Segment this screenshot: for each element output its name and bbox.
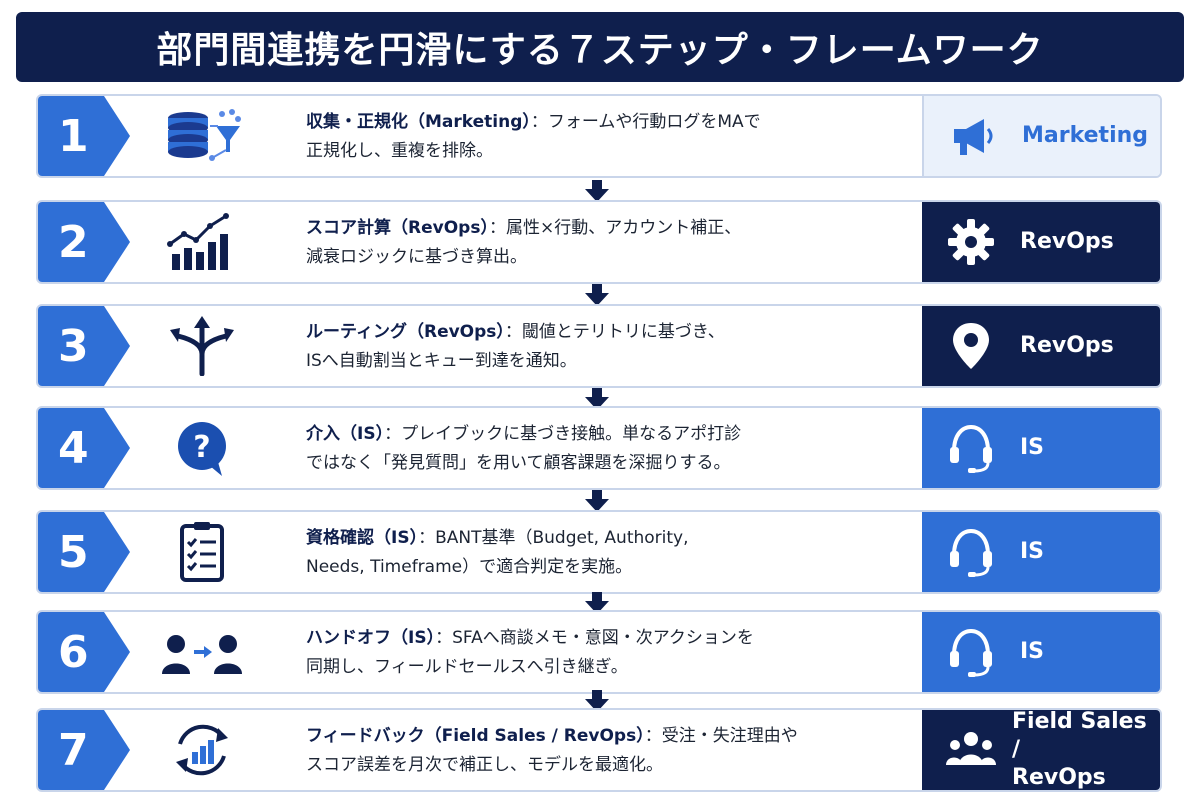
step-line1: ：BANT基準（Budget, Authority,	[418, 528, 689, 548]
step-description: 介入（IS）：プレイブックに基づき接触。単なるアポ打診 ではなく「発見質問」を用…	[306, 420, 916, 478]
down-arrow-icon	[585, 180, 609, 202]
step-description: スコア計算（RevOps）：属性×行動、アカウント補正、 減衰ロジックに基づき算…	[306, 214, 916, 272]
step-description: ハンドオフ（IS）：SFAへ商談メモ・意図・次アクションを 同期し、フィールドセ…	[306, 624, 916, 682]
owner-badge: Marketing	[922, 96, 1160, 176]
step-heading: スコア計算（RevOps）	[306, 218, 489, 238]
owner-label-line2: RevOps	[1012, 765, 1106, 790]
step-number: 4	[58, 422, 89, 474]
step-line1: ：SFAへ商談メモ・意図・次アクションを	[435, 628, 754, 648]
headset-icon	[944, 525, 998, 579]
step-line2: 減衰ロジックに基づき算出。	[306, 247, 527, 267]
team-icon	[944, 723, 998, 777]
step-line1: ：フォームや行動ログをMAで	[530, 112, 761, 132]
headset-icon	[944, 421, 998, 475]
owner-label: RevOps	[1020, 333, 1114, 358]
step-line1: ：閾値とテリトリに基づき、	[504, 322, 725, 342]
step-number: 7	[58, 724, 89, 776]
owner-badge: IS	[922, 408, 1160, 488]
down-arrow-icon	[585, 690, 609, 712]
step-1: 1 収集・正規化（Marketing）：フォームや行動ログをMAで	[36, 94, 1162, 178]
step-heading: 収集・正規化（Marketing）	[306, 112, 531, 132]
step-6: 6 ハンドオフ（IS）：SFAへ商談メモ・意図・次アクションを 同期し、フィール…	[36, 610, 1162, 694]
headset-icon	[944, 625, 998, 679]
step-number-badge: 1	[38, 96, 130, 176]
step-number: 5	[58, 526, 89, 578]
step-5: 5 資格確認（IS）：BANT基準（Budget, Authority, Nee…	[36, 510, 1162, 594]
step-heading: ハンドオフ（IS）	[306, 628, 436, 648]
gear-icon	[944, 215, 998, 269]
owner-badge: RevOps	[922, 202, 1160, 282]
step-4: 4 ? 介入（IS）：プレイブックに基づき接触。単なるアポ打診 ではなく「発見質…	[36, 406, 1162, 490]
step-number-badge: 2	[38, 202, 130, 282]
step-description: フィードバック（Field Sales / RevOps）：受注・失注理由や ス…	[306, 722, 916, 780]
step-line2: ではなく「発見質問」を用いて顧客課題を深掘りする。	[306, 453, 731, 473]
step-number: 3	[58, 320, 89, 372]
handoff-users-icon	[160, 622, 244, 682]
step-heading: 介入（IS）	[306, 424, 385, 444]
step-heading: フィードバック（Field Sales / RevOps）	[306, 726, 645, 746]
step-line1: ：プレイブックに基づき接触。単なるアポ打診	[384, 424, 742, 444]
step-number: 2	[58, 216, 89, 268]
owner-label: IS	[1020, 435, 1045, 460]
megaphone-icon	[946, 109, 1000, 163]
step-line2: 正規化し、重複を排除。	[306, 141, 493, 161]
owner-label: IS	[1020, 639, 1045, 664]
owner-label: Field Sales / RevOps	[1012, 709, 1160, 790]
step-description: 収集・正規化（Marketing）：フォームや行動ログをMAで 正規化し、重複を…	[306, 108, 916, 166]
step-line2: スコア誤差を月次で補正し、モデルを最適化。	[306, 755, 663, 775]
cycle-chart-icon	[160, 720, 244, 780]
step-number: 6	[58, 626, 89, 678]
step-number-badge: 7	[38, 710, 130, 790]
step-line1: ：受注・失注理由や	[644, 726, 798, 746]
owner-label: IS	[1020, 539, 1045, 564]
step-number: 1	[58, 110, 89, 162]
step-line2: 同期し、フィールドセールスへ引き継ぎ。	[306, 657, 628, 677]
step-line2: ISへ自動割当とキュー到達を通知。	[306, 351, 577, 371]
step-heading: ルーティング（RevOps）	[306, 322, 505, 342]
step-number-badge: 3	[38, 306, 130, 386]
owner-badge: IS	[922, 612, 1160, 692]
owner-badge: RevOps	[922, 306, 1160, 386]
chart-growth-icon	[160, 212, 244, 272]
step-heading: 資格確認（IS）	[306, 528, 419, 548]
step-description: 資格確認（IS）：BANT基準（Budget, Authority, Needs…	[306, 524, 916, 582]
checklist-icon	[160, 522, 244, 582]
owner-label-line1: Field Sales /	[1012, 709, 1147, 762]
owner-label: RevOps	[1020, 229, 1114, 254]
down-arrow-icon	[585, 592, 609, 614]
down-arrow-icon	[585, 388, 609, 410]
step-3: 3 ルーティング（RevOps）：閾値とテリトリに基づき、 ISへ自動割当とキュ…	[36, 304, 1162, 388]
map-pin-icon	[944, 319, 998, 373]
owner-badge: IS	[922, 512, 1160, 592]
title-banner: 部門間連携を円滑にする７ステップ・フレームワーク	[16, 12, 1184, 82]
split-arrows-icon	[160, 316, 244, 376]
step-number-badge: 5	[38, 512, 130, 592]
down-arrow-icon	[585, 490, 609, 512]
step-2: 2 スコア計算（RevOps）：属性×行動、アカウント補正、 減衰ロジックに基づ…	[36, 200, 1162, 284]
step-7: 7 フィードバック（Field Sales / RevOps）：受注・失注理由や…	[36, 708, 1162, 792]
owner-label: Marketing	[1022, 123, 1149, 148]
step-number-badge: 4	[38, 408, 130, 488]
page-title: 部門間連携を円滑にする７ステップ・フレームワーク	[156, 30, 1044, 71]
svg-text:?: ?	[193, 430, 210, 465]
owner-badge: Field Sales / RevOps	[922, 710, 1160, 790]
step-line2: Needs, Timeframe）で適合判定を実施。	[306, 557, 633, 577]
database-funnel-icon	[160, 106, 244, 166]
step-description: ルーティング（RevOps）：閾値とテリトリに基づき、 ISへ自動割当とキュー到…	[306, 318, 916, 376]
step-number-badge: 6	[38, 612, 130, 692]
down-arrow-icon	[585, 284, 609, 306]
question-bubble-icon: ?	[160, 418, 244, 478]
step-line1: ：属性×行動、アカウント補正、	[488, 218, 742, 238]
